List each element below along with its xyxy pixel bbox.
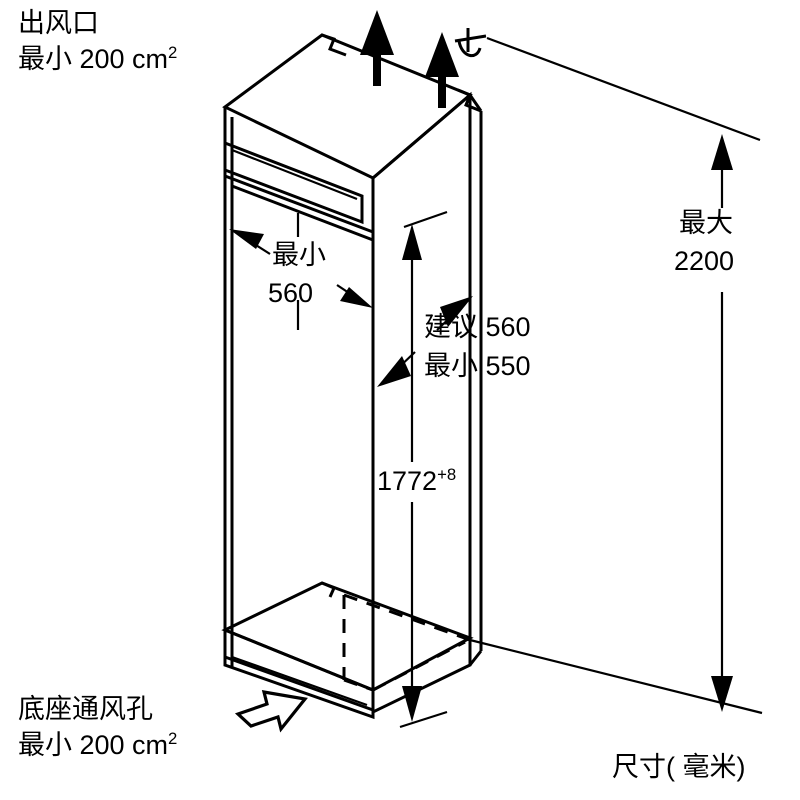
dimension-niche-depth bbox=[377, 270, 473, 400]
width-dimension-label-line2: 560 bbox=[268, 278, 314, 308]
up-arrow-icon bbox=[425, 32, 459, 108]
max-height-label-line2: 2200 bbox=[674, 246, 735, 276]
depth-dimension-label-line1: 建议 560 bbox=[424, 312, 531, 342]
base-vent-note-text: 最小 200 cm bbox=[18, 730, 169, 760]
extension-line-top bbox=[486, 36, 761, 142]
tick-marker-icon bbox=[454, 28, 487, 58]
width-dimension-label-line1: 最小 bbox=[272, 240, 326, 270]
top-vent-note-line1: 出风口 bbox=[18, 8, 99, 38]
top-vent-note-line2: 最小 200 cm2 bbox=[18, 44, 177, 76]
base-vent-note-superscript: 2 bbox=[168, 729, 178, 748]
height-dimension-value: 1772 bbox=[377, 466, 438, 496]
up-arrow-icon bbox=[360, 10, 394, 86]
hollow-arrow-icon bbox=[234, 690, 308, 733]
dimension-max-height bbox=[711, 134, 733, 712]
top-vent-note-text: 最小 200 cm bbox=[18, 44, 169, 74]
unit-note: 尺寸( 毫米) bbox=[612, 752, 746, 782]
air-outlet-arrows bbox=[360, 10, 459, 108]
base-vent-note-line2: 最小 200 cm2 bbox=[18, 730, 177, 762]
depth-dimension-label-line2: 最小 550 bbox=[424, 351, 531, 381]
max-height-label-line1: 最大 bbox=[679, 208, 733, 238]
top-vent-note-superscript: 2 bbox=[168, 43, 178, 62]
niche-cabinet-outline bbox=[221, 33, 483, 720]
dimension-niche-width bbox=[229, 213, 373, 330]
base-vent-note-line1: 底座通风孔 bbox=[18, 694, 153, 724]
height-dimension-label: 1772+8 bbox=[377, 466, 456, 498]
height-dimension-tolerance: +8 bbox=[437, 465, 457, 484]
extension-line-bottom bbox=[469, 638, 763, 715]
